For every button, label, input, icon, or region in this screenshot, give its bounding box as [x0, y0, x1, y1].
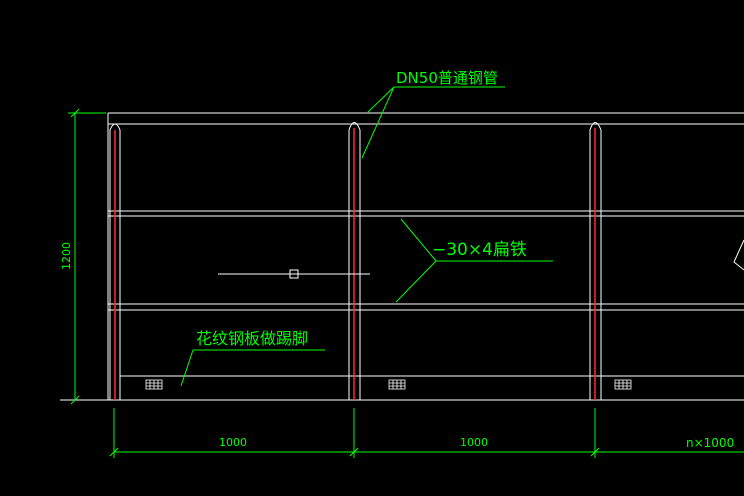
pipe-leader-2 — [361, 86, 395, 159]
span-tick-3 — [590, 447, 600, 457]
span-n-dim-text: n×1000 — [686, 436, 734, 450]
post-3-outline — [589, 122, 602, 400]
kick-plate-leader — [180, 349, 194, 387]
span-2-dim-text: 1000 — [460, 436, 488, 449]
height-tick-top — [70, 108, 80, 118]
checkered-plate-symbol-icon — [614, 379, 632, 390]
flat-bar-leader-2 — [395, 260, 437, 303]
height-dim-text: 1200 — [60, 242, 73, 270]
flat-bar-label: −30×4扁铁 — [432, 240, 527, 260]
span-tick-2 — [349, 447, 359, 457]
span-1-dim-text: 1000 — [219, 436, 247, 449]
flat-bar-leader-1 — [400, 218, 437, 262]
span-tick-1 — [109, 447, 119, 457]
break-line-icon — [733, 239, 744, 271]
checkered-plate-symbol-icon — [388, 379, 406, 390]
pipe-leader-1 — [367, 86, 395, 113]
pipe-label: DN50普通钢管 — [396, 69, 498, 87]
checkered-plate-symbols — [145, 379, 632, 390]
checkered-plate-symbol-icon — [145, 379, 163, 390]
height-tick-bottom — [70, 395, 80, 405]
railing-structure — [60, 112, 744, 401]
post-2-outline — [348, 122, 361, 400]
post-1-outline — [109, 123, 121, 400]
kick-plate-label: 花纹钢板做踢脚 — [196, 329, 308, 348]
crosshair-cursor-icon[interactable] — [218, 269, 370, 279]
annotations — [68, 86, 744, 458]
post-cores — [114, 128, 596, 400]
